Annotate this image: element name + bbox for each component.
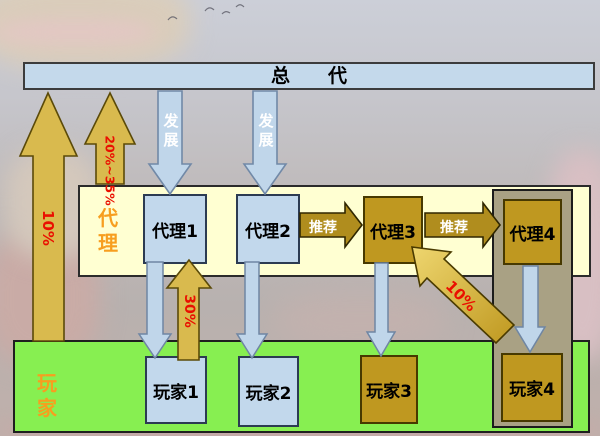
- agent-4-box: 代理4: [503, 199, 562, 265]
- arrow-agent1-to-player1: [137, 261, 173, 360]
- player-band-label: 玩家: [37, 371, 57, 420]
- player-4-box: 玩家4: [501, 353, 563, 422]
- arrow-agent4-to-player4: [513, 265, 547, 354]
- arrow-agent3-to-player3: [365, 262, 397, 358]
- player-1-box: 玩家1: [145, 356, 207, 424]
- arrow-recommend-agent4: [424, 200, 502, 250]
- birds-icon: [167, 4, 245, 21]
- arrow-agents-to-top: [83, 91, 137, 185]
- recommend-label-1: 推荐: [309, 220, 337, 236]
- arrow-agent2-to-player2: [235, 261, 269, 360]
- recommend-label-2: 推荐: [440, 220, 468, 236]
- arrow-diagonal-to-agent3: [410, 246, 516, 345]
- agent-1-box: 代理1: [143, 194, 207, 264]
- background-blob-center: [275, 292, 445, 347]
- arrow-players-to-top: [18, 91, 79, 342]
- background-blob-pink-band: [0, 20, 155, 44]
- agent-2-box: 代理2: [236, 194, 300, 264]
- develop-label-2: 发展: [258, 112, 274, 149]
- player-2-box: 玩家2: [238, 356, 299, 427]
- top-agent-bar: 总 代: [23, 62, 595, 90]
- arrow-recommend-agent3: [299, 200, 364, 250]
- arrow-develop-agent1: [147, 90, 193, 196]
- agent-band-label: 代理: [98, 206, 118, 255]
- arrow-develop-agent2: [242, 90, 288, 196]
- arrow-player1-to-agent1: [165, 258, 213, 361]
- develop-label-1: 发展: [163, 112, 179, 149]
- percent-label-20-35: 20%~35%: [102, 135, 118, 206]
- percent-label-10-left: 10%: [39, 210, 57, 246]
- percent-label-30: 30%: [181, 294, 197, 328]
- player-3-box: 玩家3: [360, 355, 418, 424]
